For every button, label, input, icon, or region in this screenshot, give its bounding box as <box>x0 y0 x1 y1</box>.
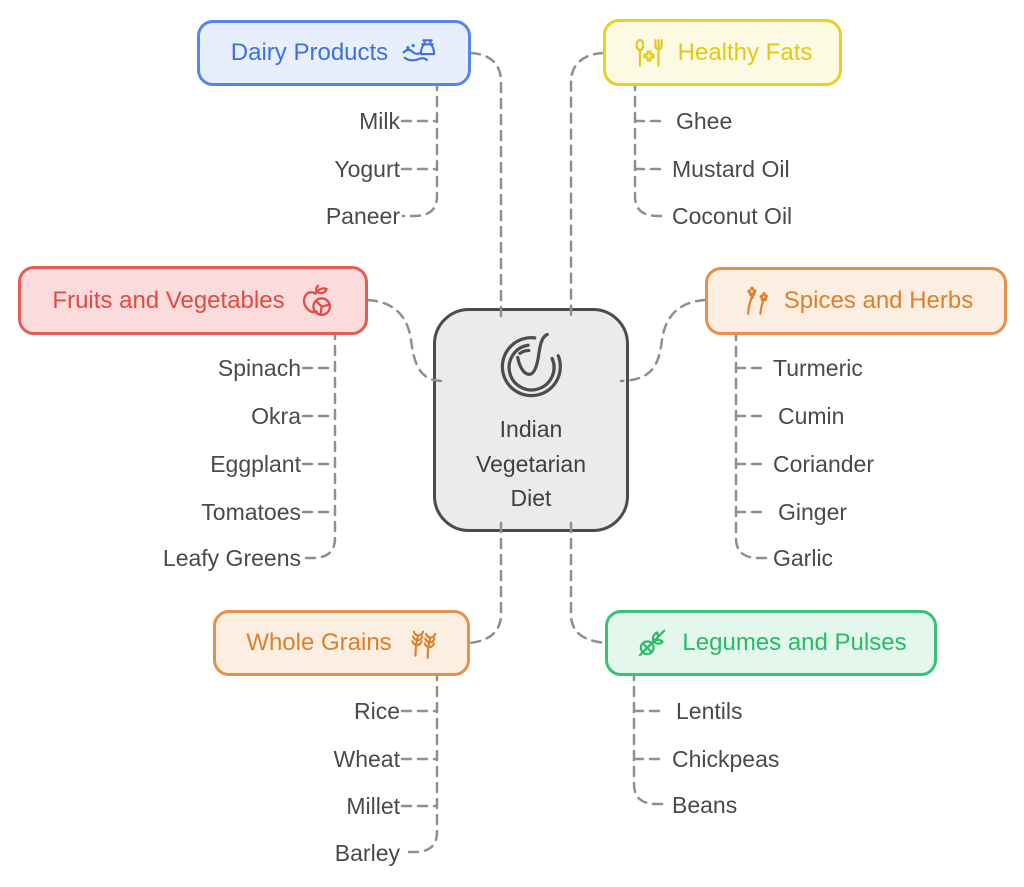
category-label: Legumes and Pulses <box>682 629 907 656</box>
vegetarian-emblem-icon <box>493 332 569 406</box>
list-item-chickpeas: Chickpeas <box>672 746 780 772</box>
wheat-icon <box>405 626 437 660</box>
spine-fats <box>633 79 670 218</box>
list-item-ghee: Ghee <box>676 108 733 134</box>
fruit-slice-icon <box>298 283 334 319</box>
category-node-fruits-and-vegetables: Fruits and Vegetables <box>18 266 368 335</box>
category-label: Spices and Herbs <box>783 287 974 314</box>
spine-fruits <box>301 328 337 560</box>
category-node-whole-grains: Whole Grains <box>213 610 470 676</box>
category-node-legumes-and-pulses: Legumes and Pulses <box>605 610 937 676</box>
list-item-coconut-oil: Coconut Oil <box>672 203 793 229</box>
cutlery-health-icon <box>633 37 665 69</box>
list-item-rice: Rice <box>353 698 400 724</box>
sprout-slash-icon <box>635 626 669 660</box>
central-node: Indian Vegetarian Diet <box>433 308 629 532</box>
list-item-tomatoes: Tomatoes <box>201 499 301 525</box>
category-label: Whole Grains <box>246 629 392 656</box>
spine-grains <box>401 669 439 854</box>
connector-fats-center <box>569 51 605 318</box>
list-item-coriander: Coriander <box>773 451 874 477</box>
central-title: Indian Vegetarian Diet <box>476 416 586 511</box>
connector-spices-center <box>619 298 707 383</box>
category-node-spices-and-herbs: Spices and Herbs <box>705 267 1007 335</box>
list-item-milk: Milk <box>359 108 400 134</box>
herb-sprigs-icon <box>739 284 771 318</box>
connector-fruits-center <box>366 298 443 383</box>
list-item-cumin: Cumin <box>778 403 845 429</box>
category-label: Dairy Products <box>230 39 389 66</box>
spine-dairy <box>401 79 439 218</box>
category-label: Healthy Fats <box>677 38 813 66</box>
list-item-beans: Beans <box>672 792 738 818</box>
list-item-lentils: Lentils <box>676 698 743 724</box>
spine-spices <box>734 329 770 560</box>
list-item-millet: Millet <box>346 793 400 819</box>
category-node-dairy-products: Dairy Products <box>197 20 471 86</box>
list-item-paneer: Paneer <box>325 203 400 229</box>
connector-dairy-center <box>469 51 503 318</box>
connector-legumes-center <box>569 521 608 645</box>
list-item-spinach: Spinach <box>217 355 301 381</box>
category-node-healthy-fats: Healthy Fats <box>603 19 842 86</box>
list-item-garlic: Garlic <box>773 545 834 571</box>
list-item-turmeric: Turmeric <box>773 355 863 381</box>
list-item-wheat: Wheat <box>333 746 400 772</box>
connector-grains-center <box>467 521 503 645</box>
list-item-leafy-greens: Leafy Greens <box>162 545 301 571</box>
list-item-eggplant: Eggplant <box>210 451 301 477</box>
list-item-barley: Barley <box>334 840 400 866</box>
spine-legumes <box>632 669 668 806</box>
list-item-okra: Okra <box>251 403 301 429</box>
category-label: Fruits and Vegetables <box>52 286 285 314</box>
list-item-ginger: Ginger <box>778 499 848 525</box>
milk-can-icon <box>401 37 437 69</box>
list-item-mustard-oil: Mustard Oil <box>672 156 790 182</box>
list-item-yogurt: Yogurt <box>334 156 400 182</box>
